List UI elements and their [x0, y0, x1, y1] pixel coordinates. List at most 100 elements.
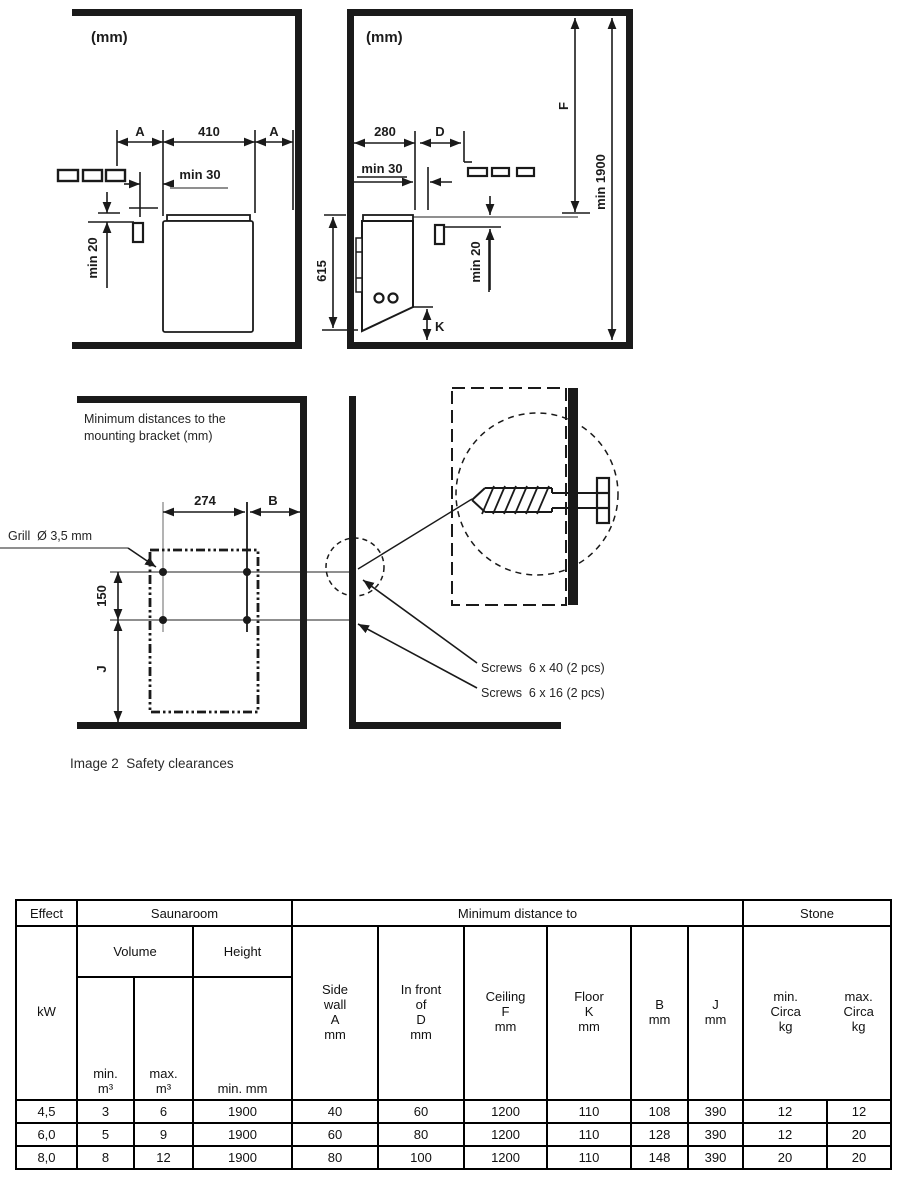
cell: 12	[133, 1145, 194, 1170]
subband-height: Height	[191, 925, 294, 978]
sym-k: K	[584, 1004, 594, 1019]
cell: 1200	[463, 1145, 549, 1170]
grill-label: Grill Ø 3,5 mm	[8, 529, 92, 543]
dim-label-410: 410	[198, 124, 220, 139]
units-label: (mm)	[91, 29, 128, 46]
cell: 8	[76, 1145, 135, 1170]
unit-mm: mm	[704, 1011, 727, 1027]
dim-label-min20: min 20	[85, 237, 100, 278]
cell: 6	[133, 1099, 194, 1124]
vol-max-label: max.	[149, 1066, 178, 1081]
dimension-lines	[102, 137, 293, 288]
wall-bottom	[347, 342, 633, 349]
cell: 80	[377, 1122, 466, 1147]
vol-min-label: min.	[93, 1066, 118, 1081]
safety-clearance-figure: (mm) A 410 A min 30 min 20	[0, 9, 633, 729]
col-volume-max: max. m³	[133, 976, 194, 1101]
col-stone: min. Circa kg max. Circa kg	[742, 925, 893, 1101]
cell: 1900	[191, 1122, 294, 1147]
table-row: 6,0 5 9 1900 60 80 1200 110 128 390 12 2…	[15, 1122, 893, 1147]
col-height-unit: min. mm	[191, 976, 294, 1101]
label-floor: Floor	[574, 989, 604, 1004]
wall-right	[295, 9, 302, 349]
top-right-clearance-diagram: (mm) 280 D min 30	[314, 9, 633, 349]
top-left-clearance-diagram: (mm) A 410 A min 30 min 20	[56, 9, 302, 349]
col-effect-kw: kW	[15, 925, 78, 1101]
cell: 12	[742, 1099, 829, 1124]
detail-source-circle	[325, 537, 385, 597]
dim-label-f: F	[556, 102, 571, 110]
label-ceiling: Ceiling	[485, 989, 526, 1004]
stone-min-kg: kg	[778, 1019, 793, 1034]
cell: 20	[826, 1145, 893, 1170]
cell: 1900	[191, 1145, 294, 1170]
cell: 40	[291, 1099, 380, 1124]
screw-drawing	[471, 476, 611, 525]
heater-outline-dashdot	[148, 548, 260, 714]
figure-caption: Image 2 Safety clearances	[70, 756, 234, 771]
vol-max-unit: m³	[155, 1081, 172, 1096]
detail-magnifier-circle	[455, 412, 619, 576]
cell: 108	[630, 1099, 690, 1124]
screws-label-6x16: Screws 6 x 16 (2 pcs)	[481, 686, 605, 700]
cell: 390	[687, 1122, 745, 1147]
table-row: 8,0 8 12 1900 80 100 1200 110 148 390 20…	[15, 1145, 893, 1170]
cell: 4,5	[15, 1099, 78, 1124]
band-saunaroom: Saunaroom	[75, 899, 294, 927]
sym-d: D	[416, 1011, 426, 1027]
dim-label-b: B	[268, 493, 277, 508]
label-in-front-of: In front of	[400, 981, 442, 1012]
band-min-distance: Minimum distance to	[291, 899, 745, 927]
air-vent-grille	[56, 168, 127, 183]
wall-right	[626, 9, 633, 349]
dim-label-min30: min 30	[179, 167, 220, 182]
screw-head	[595, 476, 611, 525]
subband-volume: Volume	[76, 925, 194, 978]
sensor-box	[131, 221, 145, 244]
unit-mm: mm	[648, 1011, 671, 1027]
dim-label-min1900: min 1900	[593, 154, 608, 210]
cell: 110	[546, 1099, 633, 1124]
screw-detail-diagram: Screws 6 x 40 (2 pcs) Screws 6 x 16 (2 p…	[325, 387, 619, 729]
cell: 3	[76, 1099, 135, 1124]
cell: 1200	[463, 1122, 549, 1147]
dim-label-274: 274	[194, 493, 216, 508]
dim-label-min20: min 20	[468, 241, 483, 282]
dimension-lines	[113, 507, 300, 722]
stone-min-circa: Circa	[770, 1004, 801, 1019]
stone-min-label: min.	[773, 989, 798, 1004]
cell: 60	[291, 1122, 380, 1147]
heater-side-view	[355, 214, 414, 333]
unit-mm: mm	[410, 1026, 432, 1042]
unit-mm: mm	[578, 1019, 600, 1034]
band-effect: Effect	[15, 899, 78, 927]
cell: 12	[742, 1122, 829, 1147]
control-knob	[387, 292, 399, 304]
sym-j: J	[712, 996, 719, 1012]
sensor-box	[433, 223, 446, 246]
spec-table: Effect Saunaroom Minimum distance to Sto…	[15, 899, 893, 1170]
wall-bottom	[77, 722, 307, 729]
dim-label-615: 615	[314, 260, 329, 282]
bracket-title-line1: Minimum distances to the	[84, 412, 226, 426]
wall-left	[347, 9, 354, 349]
cell: 1900	[191, 1099, 294, 1124]
col-volume-min: min. m³	[76, 976, 135, 1101]
dimension-ticks	[322, 131, 590, 331]
cell: 8,0	[15, 1145, 78, 1170]
dim-label-150: 150	[94, 585, 109, 607]
band-stone: Stone	[742, 899, 893, 927]
heater-top-view	[162, 214, 254, 333]
sym-f: F	[501, 1004, 510, 1019]
cell: 6,0	[15, 1122, 78, 1147]
dim-label-j: J	[94, 665, 109, 672]
detail-wall-bar	[568, 388, 578, 605]
cell: 1200	[463, 1099, 549, 1124]
dim-label-d: D	[435, 124, 444, 139]
wall-top	[72, 9, 302, 16]
cell: 12	[826, 1099, 893, 1124]
sym-b: B	[655, 996, 664, 1012]
unit-mm: mm	[494, 1019, 517, 1034]
cell: 100	[377, 1145, 466, 1170]
